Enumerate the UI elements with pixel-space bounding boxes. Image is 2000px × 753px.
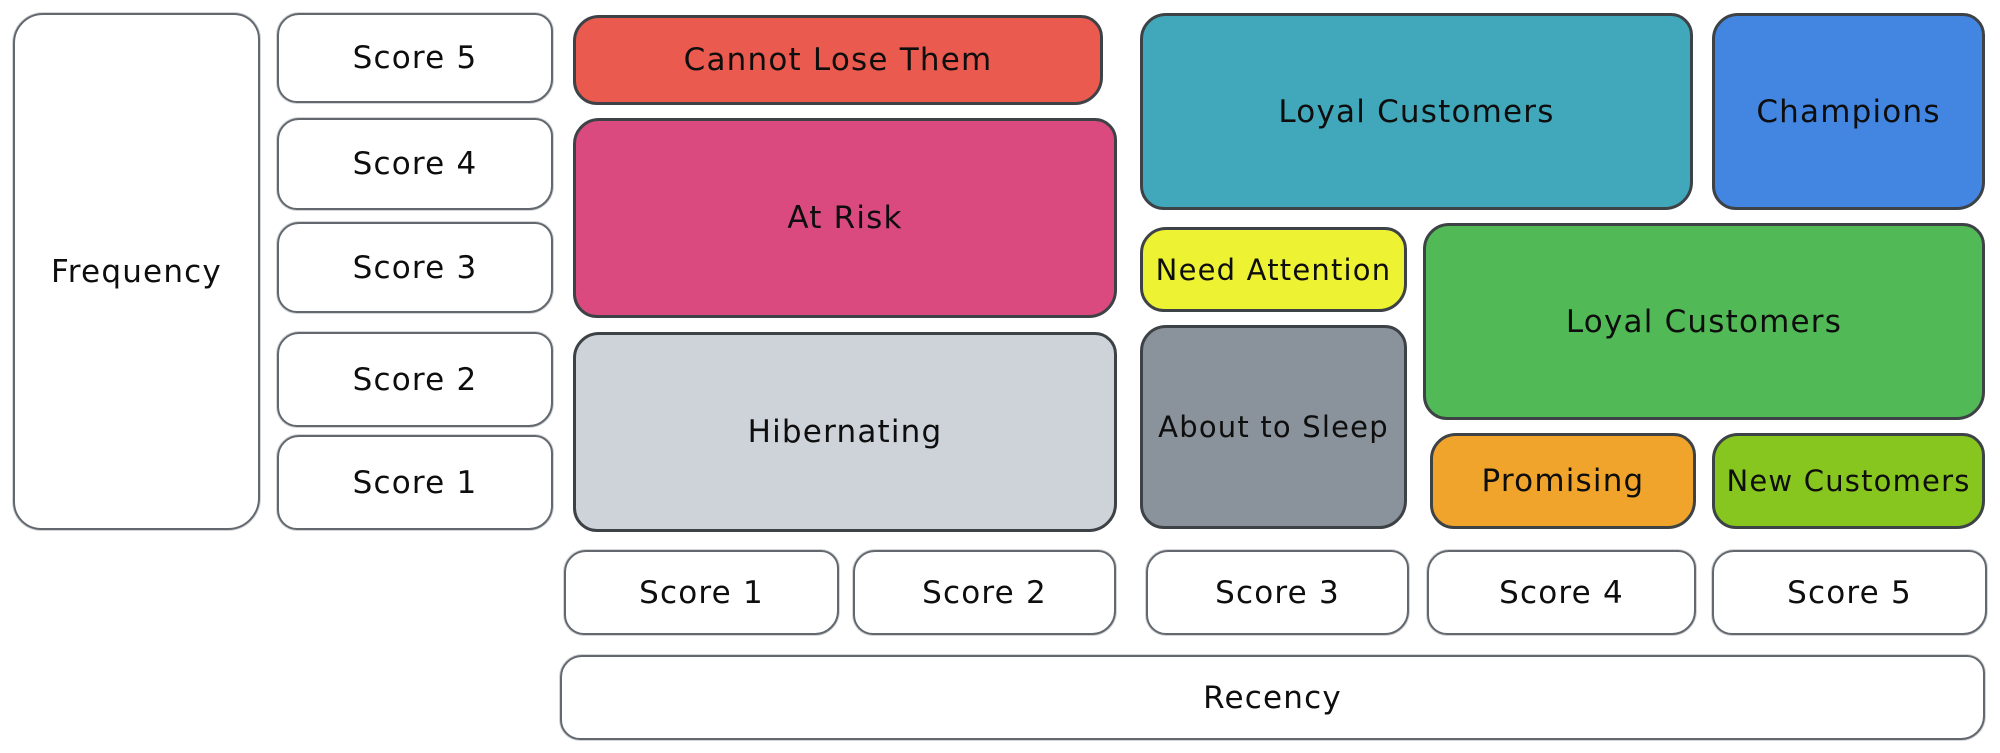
- segment-champions: Champions: [1712, 13, 1985, 210]
- recency-axis-label: Recency: [560, 655, 1985, 740]
- segment-at-risk: At Risk: [573, 118, 1117, 318]
- segment-about-to-sleep: About to Sleep: [1140, 325, 1407, 529]
- segment-hibernating: Hibernating: [573, 332, 1117, 532]
- frequency-score-1: Score 1: [277, 435, 553, 530]
- segment-new-customers: New Customers: [1712, 433, 1985, 529]
- segment-loyal-customers-mid: Loyal Customers: [1423, 223, 1985, 420]
- recency-score-2: Score 2: [853, 550, 1116, 635]
- recency-score-4: Score 4: [1427, 550, 1696, 635]
- recency-score-3: Score 3: [1146, 550, 1409, 635]
- recency-score-5: Score 5: [1712, 550, 1987, 635]
- segment-loyal-customers-top: Loyal Customers: [1140, 13, 1693, 210]
- frequency-score-4: Score 4: [277, 118, 553, 210]
- recency-score-1: Score 1: [564, 550, 839, 635]
- segment-cannot-lose-them: Cannot Lose Them: [573, 15, 1103, 105]
- frequency-score-2: Score 2: [277, 332, 553, 427]
- segment-promising: Promising: [1430, 433, 1696, 529]
- frequency-score-5: Score 5: [277, 13, 553, 103]
- frequency-axis-label: Frequency: [13, 13, 260, 530]
- segment-need-attention: Need Attention: [1140, 227, 1407, 312]
- frequency-score-3: Score 3: [277, 222, 553, 313]
